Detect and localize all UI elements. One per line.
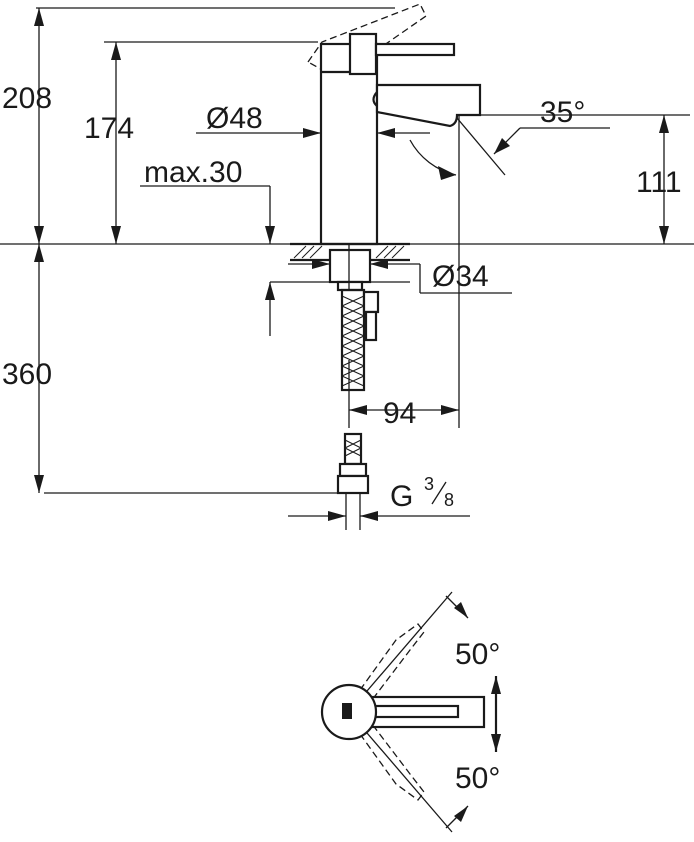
label-rotation-left: 50° — [455, 638, 500, 671]
faucet-body — [319, 42, 379, 246]
faucet-side-view — [307, 3, 506, 246]
faucet-lever — [348, 32, 378, 76]
dimension-lines — [34, 8, 669, 521]
label-spout-height: 111 — [636, 166, 682, 199]
label-max-thickness: max.30 — [144, 156, 242, 189]
label-thread-letter: G — [390, 480, 413, 513]
faucet-spout — [375, 83, 482, 128]
label-rotation-right: 50° — [455, 762, 500, 795]
label-spout-angle: 35° — [540, 96, 585, 129]
hose-connector — [338, 462, 368, 478]
dimension-labels: 208 174 Ø48 35° 111 max.30 Ø34 360 94 G … — [2, 82, 682, 513]
label-spout-reach: 94 — [383, 397, 416, 430]
label-thread-denominator: 8 — [444, 490, 454, 510]
mounting-section — [270, 242, 410, 530]
label-body-height: 174 — [84, 112, 134, 145]
braided-hose — [340, 288, 366, 392]
label-thread-numerator: 3 — [424, 474, 434, 494]
mounting-nut — [328, 248, 372, 284]
faucet-top-view: 50° 50° — [320, 591, 501, 833]
label-total-height: 208 — [2, 82, 52, 115]
label-hose-length: 360 — [2, 358, 52, 391]
label-body-diameter: Ø48 — [206, 102, 263, 135]
label-hole-diameter: Ø34 — [432, 260, 489, 293]
